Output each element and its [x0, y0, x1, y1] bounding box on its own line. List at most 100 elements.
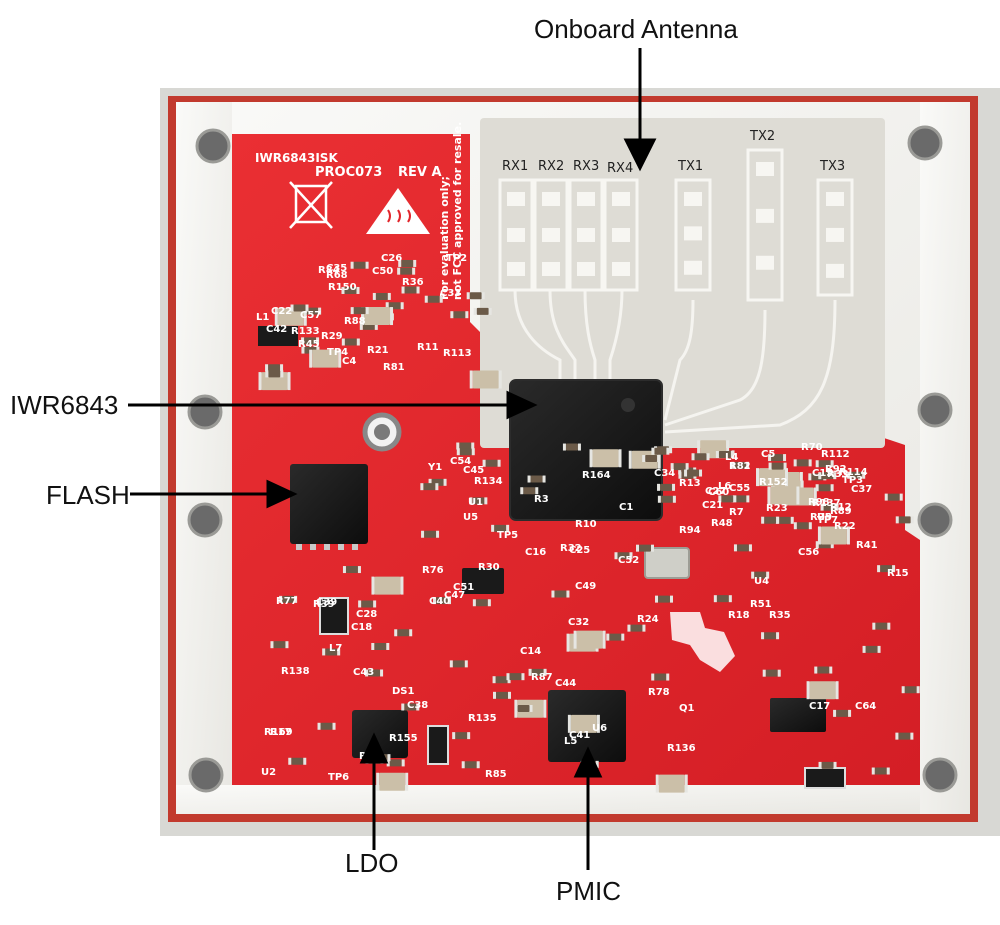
rx4-label: RX4	[607, 161, 633, 176]
silk-label: R13	[679, 478, 701, 489]
smd-component	[350, 307, 369, 315]
silk-label: C32	[568, 617, 589, 628]
smd-component	[713, 595, 732, 603]
smd-component	[456, 442, 475, 450]
rx1-label: RX1	[502, 159, 528, 174]
silk-label: R76	[422, 565, 444, 576]
silk-label: C64	[855, 701, 876, 712]
flash-chip	[290, 464, 368, 544]
silk-label: C14	[520, 646, 541, 657]
silk-label: R35	[769, 610, 791, 621]
smd-component	[376, 772, 409, 791]
silk-label: TP7	[817, 515, 838, 526]
smd-component	[756, 468, 789, 487]
silk-label: Q1	[679, 703, 695, 714]
smd-component	[274, 307, 307, 326]
silk-label: L7	[329, 643, 342, 654]
tx-patch-strip-2	[746, 148, 784, 302]
silk-label: R45	[298, 339, 320, 350]
smd-component	[884, 493, 903, 501]
smd-component	[492, 691, 511, 699]
silk-label: R138	[281, 666, 310, 677]
silk-label: C26	[381, 253, 402, 264]
iwr6843-callout: IWR6843	[10, 390, 119, 420]
silk-label: R92	[825, 464, 847, 475]
silk-label: R78	[648, 687, 670, 698]
weee-bin-symbol	[289, 181, 333, 229]
antenna-traces	[513, 289, 837, 434]
smd-component	[265, 364, 284, 372]
silk-label: R81	[383, 362, 405, 373]
evaluation-disclaimer: For evaluation only; not FCC approved fo…	[438, 122, 464, 300]
annotation-arrows	[128, 48, 657, 870]
board-rev-silk: REV A	[398, 165, 442, 180]
silk-label: R87	[531, 672, 553, 683]
smd-component	[651, 673, 670, 681]
smd-component	[567, 714, 600, 733]
smd-component	[767, 486, 800, 505]
smd-component	[466, 292, 485, 300]
silk-label: C27	[705, 486, 726, 497]
silk-label: R39	[313, 599, 335, 610]
silk-label: C18	[351, 622, 372, 633]
smd-component	[469, 370, 502, 389]
smd-component	[528, 668, 547, 676]
smd-component	[614, 552, 633, 560]
smd-component	[872, 622, 891, 630]
smd-component	[562, 443, 581, 451]
silk-label: R98	[808, 497, 830, 508]
smd-component	[814, 666, 833, 674]
smd-component	[371, 642, 390, 650]
silk-label: R7	[729, 507, 744, 518]
silk-label: C40	[429, 596, 450, 607]
smd-component	[761, 516, 780, 524]
smd-component	[901, 686, 920, 694]
smd-component	[847, 471, 866, 479]
silk-label: R22	[834, 521, 856, 532]
smd-component	[768, 454, 787, 462]
silk-label: R11	[417, 342, 439, 353]
smd-component	[421, 530, 440, 538]
silk-label: R51	[750, 599, 772, 610]
antenna-callout: Onboard Antenna	[534, 14, 738, 44]
tx-antenna-array	[674, 148, 854, 302]
smd-component	[397, 267, 416, 275]
silk-label: R169	[264, 727, 293, 738]
silk-label: R36	[402, 277, 424, 288]
board-edge-left	[176, 102, 232, 814]
smd-component	[573, 630, 606, 649]
board-name-silk: IWR6843ISK	[255, 151, 338, 165]
smd-component	[606, 633, 625, 641]
mounting-holes	[187, 125, 958, 793]
smd-component	[657, 495, 676, 503]
smd-component	[398, 259, 417, 267]
silk-label: R25	[810, 512, 832, 523]
smd-component	[342, 566, 361, 574]
smd-component	[469, 497, 488, 505]
smd-component	[456, 448, 475, 456]
silk-label: L1	[256, 312, 269, 323]
silk-label: C57	[300, 310, 321, 321]
flash-callout: FLASH	[46, 480, 130, 510]
silk-label: R134	[474, 476, 503, 487]
silkscreen-labels: C4U1C28C17C21C22C5C18C14C15L1C1R169Q1R11…	[256, 253, 909, 783]
smd-component	[527, 475, 546, 483]
smd-component	[551, 590, 570, 598]
rx-patch-strip-1	[498, 178, 534, 292]
silk-label: R164	[582, 470, 611, 481]
smd-component	[420, 483, 439, 491]
silk-label: R135	[468, 713, 497, 724]
smd-component	[818, 761, 837, 769]
rx2-label: RX2	[538, 159, 564, 174]
silk-label: C1	[619, 502, 633, 513]
antenna-labels: RX1 RX2 RX3 RX4 TX1 TX2 TX3	[502, 129, 845, 176]
transistor-q1	[258, 326, 298, 346]
silk-label: C39	[316, 597, 337, 608]
silk-label: R94	[679, 525, 701, 536]
shunt-resistor-left	[319, 597, 349, 635]
smd-component	[820, 503, 839, 511]
smd-component	[401, 703, 420, 711]
smd-component	[288, 757, 307, 765]
silk-label: C44	[555, 678, 576, 689]
